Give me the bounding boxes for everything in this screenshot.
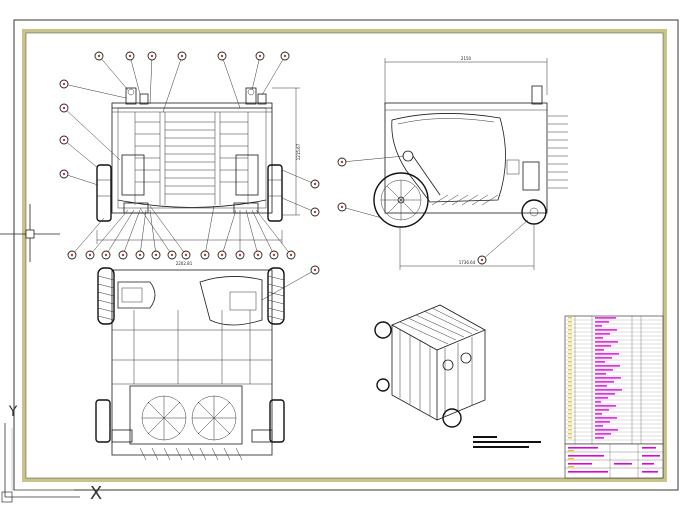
front-height-dimension: 1215.67 <box>296 143 301 160</box>
bom-item-number-mark <box>568 389 572 391</box>
bom-item-number-mark <box>568 425 572 427</box>
bom-item-number-mark <box>568 341 572 343</box>
bom-item-number-mark <box>568 401 572 403</box>
bom-item-number-mark <box>568 317 572 319</box>
side-bottom-dimension: 1736.64 <box>459 260 476 265</box>
leader-lines <box>63 55 316 301</box>
bom-description-mark <box>595 385 607 387</box>
bom-description-mark <box>595 321 609 323</box>
bom-description-mark <box>595 337 603 339</box>
bom-description-mark <box>595 345 611 347</box>
bom-item-number-mark <box>568 429 572 431</box>
side-top-dimension: 2150 <box>461 56 472 61</box>
bom-description-mark <box>595 361 605 363</box>
bom-description-mark <box>595 401 601 403</box>
bom-item-number-mark <box>568 433 572 435</box>
bom-description-mark <box>595 349 604 351</box>
bom-description-mark <box>595 437 604 439</box>
bom-description-mark <box>595 357 612 359</box>
bom-item-number-mark <box>568 405 572 407</box>
bom-description-mark <box>595 317 616 319</box>
front-width-dimension: 2202.81 <box>176 261 193 266</box>
crosshair-cursor <box>0 204 60 262</box>
plan-view <box>95 267 285 461</box>
front-view-balloons <box>59 51 320 301</box>
bom-description-mark <box>595 365 620 367</box>
bom-description-mark <box>595 333 610 335</box>
bom-item-number-mark <box>568 325 572 327</box>
bom-description-mark <box>595 369 613 371</box>
bom-description-mark <box>595 409 609 411</box>
bom-item-number-mark <box>568 369 572 371</box>
title-block <box>564 443 664 479</box>
bom-item-number-mark <box>568 417 572 419</box>
notes-block <box>473 436 541 448</box>
bom-item-number-mark <box>568 333 572 335</box>
bom-description-mark <box>595 341 618 343</box>
bom-description-mark <box>595 433 611 435</box>
bom-item-number-mark <box>568 385 572 387</box>
bill-of-materials-table <box>564 315 664 445</box>
bom-item-number-mark <box>568 413 572 415</box>
bom-description-mark <box>595 425 603 427</box>
bom-description-mark <box>595 417 617 419</box>
bom-item-number-mark <box>568 373 572 375</box>
isometric-view <box>374 304 486 428</box>
ucs-icon: Y X <box>1 404 102 504</box>
bom-description-mark <box>595 373 606 375</box>
bom-item-number-mark <box>568 353 572 355</box>
bom-item-number-mark <box>568 337 572 339</box>
bom-description-mark <box>595 397 608 399</box>
bom-item-number-mark <box>568 377 572 379</box>
bom-item-number-mark <box>568 437 572 439</box>
bom-description-mark <box>595 377 621 379</box>
bom-item-number-mark <box>568 381 572 383</box>
bom-item-number-mark <box>568 349 572 351</box>
ucs-y-label: Y <box>8 404 18 420</box>
bom-item-number-mark <box>568 365 572 367</box>
bom-description-mark <box>595 389 622 391</box>
bom-description-mark <box>595 329 617 331</box>
bom-description-mark <box>595 325 602 327</box>
sheet-inner-frame <box>22 29 667 482</box>
front-view: 2202.81 1215.67 <box>96 87 301 266</box>
bom-item-number-mark <box>568 345 572 347</box>
bom-item-number-mark <box>568 329 572 331</box>
side-view: 2150 <box>337 56 568 270</box>
bom-description-mark <box>595 405 616 407</box>
bom-description-mark <box>595 393 615 395</box>
ucs-x-label: X <box>90 483 102 504</box>
bom-description-mark <box>595 421 610 423</box>
bom-item-number-mark <box>568 397 572 399</box>
bom-item-number-mark <box>568 421 572 423</box>
bom-item-number-mark <box>568 409 572 411</box>
sheet-outer-border <box>13 19 679 491</box>
bom-description-mark <box>595 429 618 431</box>
bom-item-number-mark <box>568 321 572 323</box>
bom-item-number-mark <box>568 361 572 363</box>
bom-item-number-mark <box>568 393 572 395</box>
bom-description-mark <box>595 413 602 415</box>
bom-description-mark <box>595 381 614 383</box>
bom-item-number-mark <box>568 357 572 359</box>
bom-description-mark <box>595 353 619 355</box>
